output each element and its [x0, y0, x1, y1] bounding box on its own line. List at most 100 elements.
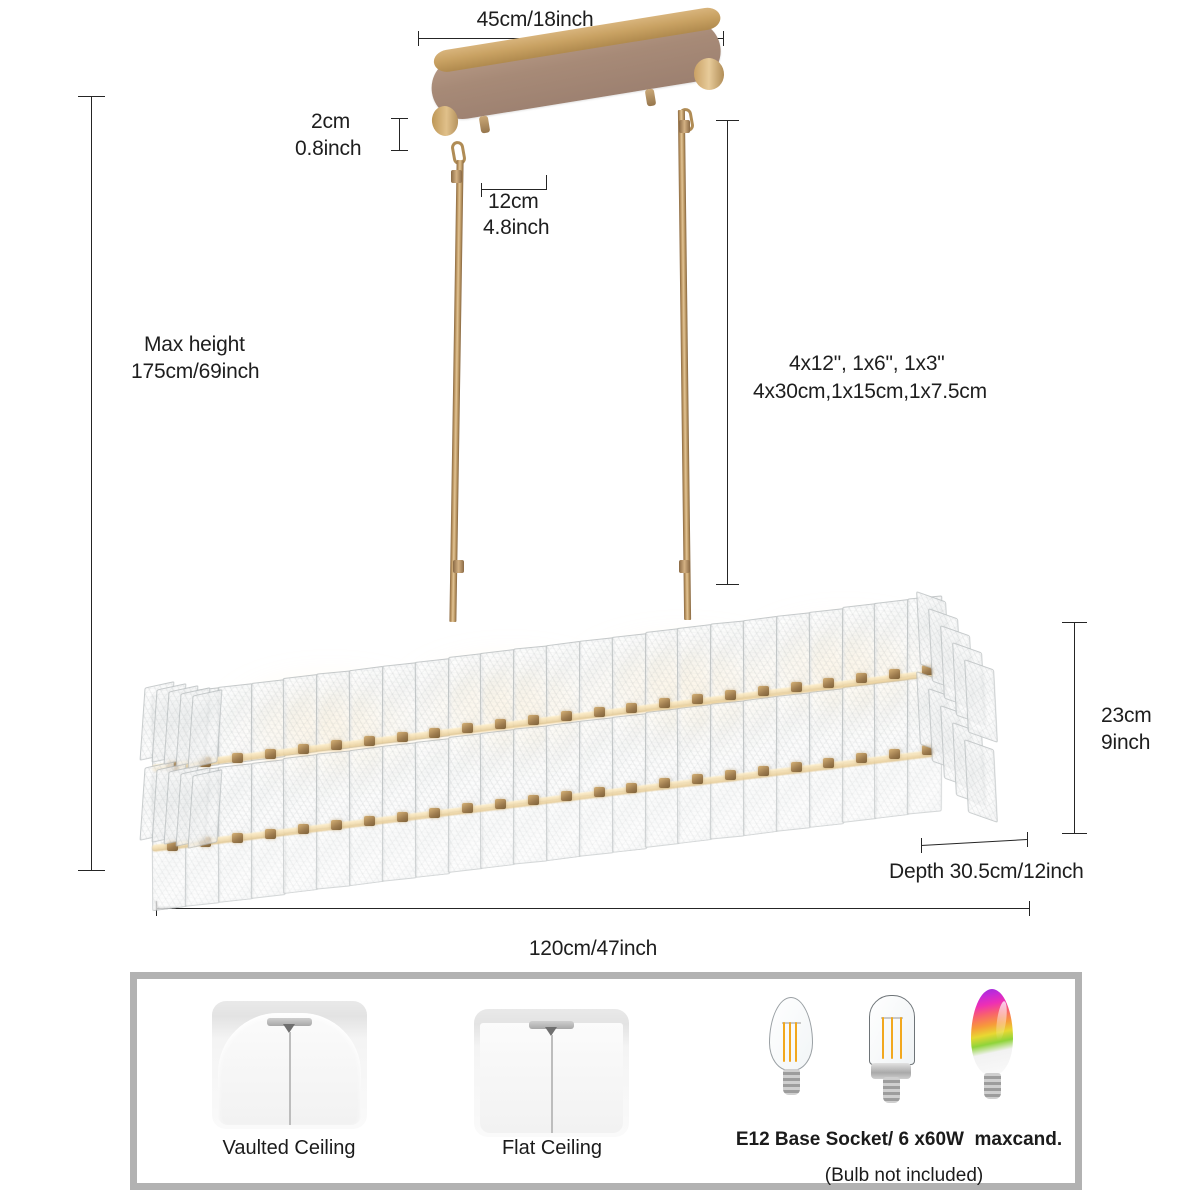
glass-tile [512, 725, 549, 805]
body-height-tick-bottom [1062, 833, 1087, 834]
rgb-smart-bulb-icon [969, 989, 1019, 1119]
tubular-e12-base [883, 1077, 900, 1103]
glass-tile-shade [139, 575, 998, 912]
glass-tile [480, 729, 516, 810]
depth-tick-right [1027, 832, 1028, 847]
glass-tile [677, 704, 713, 785]
brass-clip [330, 820, 342, 831]
canopy-width-tick-right [723, 31, 724, 46]
canopy-screw-right [644, 88, 657, 107]
glass-tile [709, 700, 746, 780]
brass-clip [889, 669, 901, 680]
brass-clip [527, 795, 539, 806]
glass-tile [775, 691, 812, 772]
bulb-not-included-label: (Bulb not included) [824, 1165, 984, 1186]
vaulted-rod [289, 1032, 291, 1125]
max-height-tick-top [78, 96, 105, 97]
brass-clip [593, 786, 605, 797]
glass-tile [578, 716, 615, 797]
brass-clip [232, 832, 244, 843]
depth-label: Depth 30.5cm/12inch [889, 860, 1084, 883]
rgb-bulb-glass [971, 989, 1013, 1075]
vaulted-ceiling-icon [212, 1001, 367, 1129]
canopy-screw-left [478, 115, 491, 134]
rod-joint-right-lower [679, 560, 690, 573]
brass-clip [298, 744, 310, 755]
vaulted-ceiling-label: Vaulted Ceiling [222, 1137, 356, 1159]
brass-clip [692, 694, 704, 705]
width-tick-right [1029, 901, 1030, 916]
brass-clip [495, 799, 507, 810]
body-height-tick-top [1062, 622, 1087, 623]
brass-clip [823, 677, 835, 688]
body-height-label-inch: 9inch [1101, 731, 1151, 754]
vaulted-canopy-plate [267, 1018, 312, 1026]
brass-clip [659, 698, 671, 709]
glass-tile [545, 720, 582, 802]
brass-clip [429, 727, 441, 738]
glass-tile [874, 679, 910, 760]
width-dimension-line [156, 908, 1030, 909]
rod-joint-left-lower [453, 560, 464, 573]
glass-tile-endcap [964, 739, 998, 823]
vaulted-rod-cone [283, 1024, 295, 1033]
brass-clip [626, 702, 638, 713]
candelabra-filament-bridge [782, 1022, 801, 1024]
canopy-thickness-tick-bottom [391, 150, 408, 151]
canopy-hole-spacing-label-cm: 12cm [488, 190, 539, 213]
brass-clip [921, 665, 933, 675]
canopy-width-tick-left [418, 31, 419, 46]
glass-tile [250, 758, 287, 839]
candelabra-filament-3 [795, 1022, 798, 1062]
canopy-thickness-label-cm: 2cm [311, 110, 351, 133]
candelabra-filament-2 [789, 1022, 792, 1062]
glass-tile [381, 741, 418, 822]
tubular-filament-bulb-icon [867, 995, 922, 1120]
flat-rod-cone [545, 1027, 557, 1036]
glass-tile-endcap [187, 689, 223, 769]
canopy-thickness-dimension-line [399, 118, 400, 151]
canopy-hole-spacing-tick-right [546, 175, 547, 189]
glass-tile [217, 762, 254, 843]
glass-tile [808, 687, 845, 768]
brass-clip [298, 824, 310, 835]
brass-clip [626, 782, 638, 793]
brass-clip [462, 723, 474, 734]
brass-clip [724, 690, 736, 700]
glass-tile [644, 708, 681, 789]
body-height-dimension-line [1074, 622, 1075, 834]
bulb-socket-spec-label: E12 Base Socket/ 6 x60W maxcand. [735, 1129, 1063, 1150]
glass-tile [841, 683, 878, 764]
brass-clip [659, 778, 671, 789]
candelabra-filament-1 [783, 1022, 786, 1062]
depth-tick-left [921, 838, 922, 853]
candelabra-filament-bulb-icon [767, 997, 817, 1117]
brass-clip [724, 770, 736, 780]
brass-clip [790, 761, 802, 772]
rod-joint-right-upper [679, 120, 690, 133]
brass-clip [856, 673, 868, 684]
brass-clip [823, 757, 835, 768]
flat-rod [551, 1035, 553, 1133]
rod-length-tick-bottom [716, 584, 739, 585]
tubular-filament-3 [900, 1017, 903, 1059]
ceiling-canopy [427, 5, 732, 166]
rod-joint-left-upper [451, 170, 462, 183]
rod-length-tick-top [716, 120, 739, 121]
installation-info-panel: Vaulted Ceiling Flat Ceiling [130, 972, 1082, 1190]
glass-tile [283, 754, 319, 835]
brass-clip [363, 736, 375, 746]
brass-clip [527, 715, 539, 726]
brass-clip [265, 828, 277, 839]
brass-clip [889, 749, 901, 760]
brass-clip [265, 748, 277, 759]
brass-clip [396, 811, 408, 822]
tubular-filament-2 [891, 1017, 894, 1059]
brass-clip [462, 803, 474, 814]
brass-clip [560, 790, 572, 801]
tubular-filament-1 [882, 1017, 885, 1059]
tubular-collar [871, 1063, 911, 1079]
glass-tile [447, 733, 484, 814]
canopy-hole-spacing-label-inch: 4.8inch [483, 216, 550, 239]
